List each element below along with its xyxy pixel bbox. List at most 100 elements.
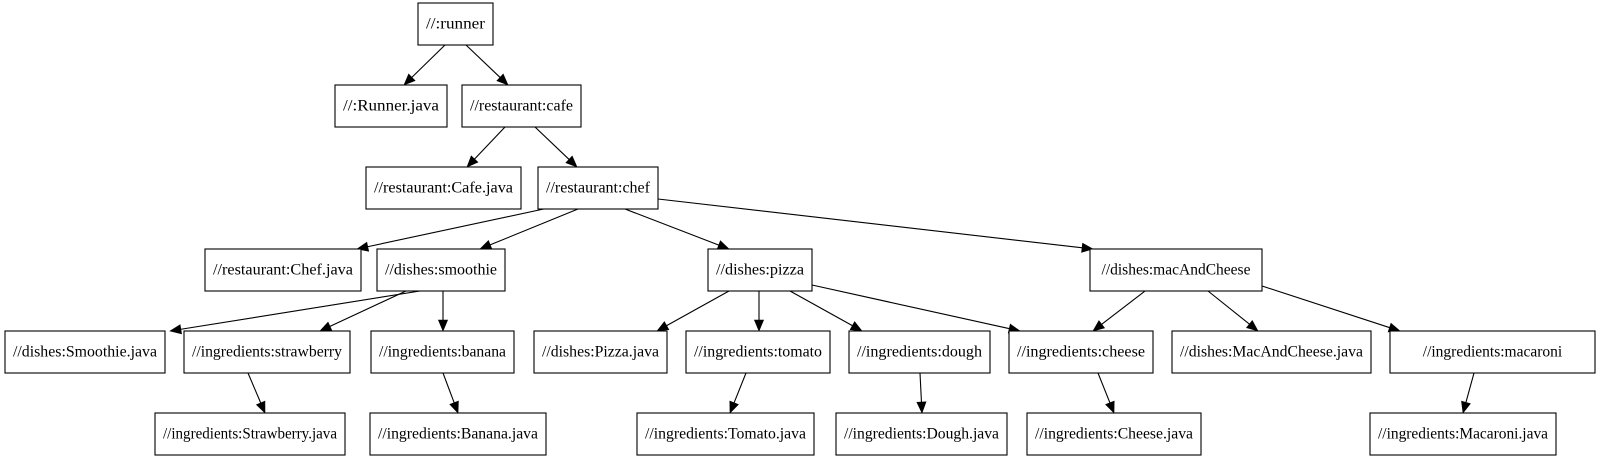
node-box[interactable] [685,330,831,374]
edge-arrowhead [449,400,459,414]
graph-edge [403,44,446,86]
graph-node[interactable]: //ingredients:cheese [1008,330,1154,374]
graph-node[interactable]: //:Runner.java [334,84,448,128]
edge-arrowhead [403,73,416,86]
node-label: //dishes:MacAndCheese.java [1180,344,1363,361]
graph-edge [169,290,421,335]
graph-node[interactable]: //ingredients:strawberry [183,330,351,374]
node-box[interactable] [369,412,547,456]
edge-line [366,206,554,248]
node-label: //restaurant:Cafe.java [374,180,513,197]
graph-edge [442,372,459,414]
graph-node[interactable]: //ingredients:macaroni [1389,330,1596,374]
graph-node[interactable]: //ingredients:Banana.java [369,412,547,456]
node-box[interactable] [417,2,494,46]
graph-edge [789,290,863,332]
node-box[interactable] [154,412,346,456]
node-box[interactable] [537,166,659,210]
edge-arrowhead [255,400,266,414]
node-label: //restaurant:cafe [470,98,573,115]
graph-node[interactable]: //ingredients:banana [370,330,515,374]
graph-edge [916,372,927,414]
node-box[interactable] [636,412,815,456]
graph-node[interactable]: //ingredients:Macaroni.java [1369,412,1557,456]
graph-node[interactable]: //restaurant:cafe [461,84,582,128]
edge-arrowhead [729,400,739,414]
graph-edge [729,372,747,414]
graph-node[interactable]: //dishes:Pizza.java [533,330,668,374]
node-box[interactable] [848,330,991,374]
graph-node[interactable]: //ingredients:Strawberry.java [154,412,346,456]
graph-node[interactable]: //restaurant:Cafe.java [365,166,522,210]
graph-edge [479,208,579,250]
graph-node[interactable]: //ingredients:dough [848,330,991,374]
node-box[interactable] [707,248,813,292]
node-box[interactable] [1171,330,1372,374]
node-box[interactable] [533,330,668,374]
node-box[interactable] [1389,330,1596,374]
edge-arrowhead [753,319,765,332]
node-box[interactable] [376,248,506,292]
edge-line [665,290,730,327]
graph-edge [1461,372,1475,414]
edge-line [1097,372,1111,405]
graph-node[interactable]: //restaurant:Chef.java [204,248,362,292]
graph-node[interactable]: //ingredients:Dough.java [835,412,1008,456]
node-box[interactable] [1026,412,1202,456]
graph-node[interactable]: //dishes:smoothie [376,248,506,292]
node-label: //ingredients:Banana.java [378,426,538,443]
graph-edge [657,198,1094,253]
node-box[interactable] [835,412,1008,456]
node-label: //ingredients:dough [857,344,982,361]
graph-node[interactable]: //dishes:Smoothie.java [4,330,166,374]
node-layer: //:runner //:Runner.java //restaurant:cafe… [4,2,1596,456]
edge-line [488,208,579,246]
edge-line [247,372,262,405]
graph-node[interactable]: //ingredients:tomato [685,330,831,374]
edge-line [1100,290,1146,326]
node-box[interactable] [365,166,522,210]
edge-line [1464,372,1475,404]
graph-node[interactable]: //dishes:macAndCheese [1089,248,1263,292]
node-box[interactable] [1369,412,1557,456]
graph-edge [534,126,578,168]
node-box[interactable] [1008,330,1154,374]
graph-edge [356,206,554,252]
edge-arrowhead [437,319,449,332]
node-label: //ingredients:Dough.java [844,426,999,443]
node-box[interactable] [183,330,351,374]
graph-edge [753,291,765,332]
edge-arrowhead [1105,400,1115,414]
node-box[interactable] [370,330,515,374]
edge-line [442,372,456,405]
node-label: //dishes:Smoothie.java [13,344,157,361]
node-label: //ingredients:Strawberry.java [163,426,337,443]
graph-node[interactable]: //dishes:pizza [707,248,813,292]
graph-edge [466,126,506,168]
node-box[interactable] [204,248,362,292]
edge-line [789,290,854,327]
node-label: //dishes:smoothie [385,262,497,279]
edge-line [179,290,421,331]
edge-line [1261,285,1392,329]
graph-node[interactable]: //restaurant:chef [537,166,659,210]
node-box[interactable] [1089,248,1263,292]
graph-node[interactable]: //dishes:MacAndCheese.java [1171,330,1372,374]
graph-edge [1097,372,1115,414]
edge-line [534,126,571,161]
graph-node[interactable]: //ingredients:Tomato.java [636,412,815,456]
edge-line [624,208,721,247]
node-box[interactable] [4,330,166,374]
node-label: //dishes:pizza [716,262,804,279]
graph-node[interactable]: //ingredients:Cheese.java [1026,412,1202,456]
graph-node[interactable]: //:runner [417,2,494,46]
graph-edge [624,208,730,250]
node-label: //:runner [426,16,486,33]
node-box[interactable] [461,84,582,128]
edge-line [473,126,506,161]
edge-arrowhead [716,240,730,250]
edge-arrowhead [1246,319,1259,332]
node-box[interactable] [334,84,448,128]
